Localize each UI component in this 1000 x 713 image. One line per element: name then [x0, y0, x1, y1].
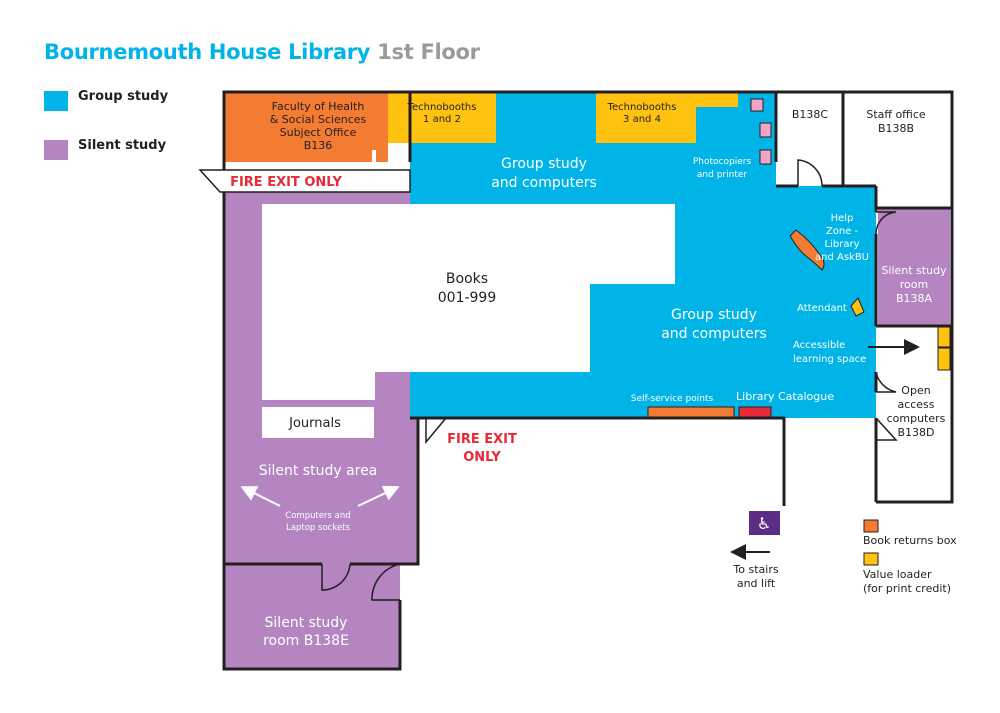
- legend-label-silent-study: Silent study: [78, 138, 167, 153]
- fire-exit-top-shape: [198, 169, 411, 193]
- book-returns-label: Book returns box: [863, 534, 957, 547]
- photocopier-3: [759, 149, 772, 165]
- technobooths-3-4: [596, 93, 696, 143]
- books-shelving: [262, 204, 675, 400]
- fire-exit-top-label: FIRE EXIT ONLY: [230, 175, 342, 190]
- journals-label: Journals: [288, 416, 341, 431]
- wheelchair-icon: ♿: [757, 514, 771, 533]
- page-title: Bournemouth House Library 1st Floor: [44, 40, 480, 64]
- photocopier-1: [750, 98, 764, 112]
- value-loader-label: Value loader(for print credit): [863, 568, 951, 595]
- attendant-label: Attendant: [797, 303, 847, 314]
- legend-swatch-silent-study: [44, 140, 68, 160]
- computers-arrow-right-icon: [357, 485, 400, 507]
- help-zone-desk: [789, 229, 825, 271]
- b138c-label: B138C: [792, 108, 829, 121]
- photocopier-2: [759, 122, 772, 138]
- library-name: Bournemouth House Library: [44, 40, 371, 64]
- library-catalogue-terminal: [738, 406, 772, 419]
- floor-label: 1st Floor: [377, 40, 480, 64]
- door-swings: [321, 159, 898, 601]
- journals-shelving: [262, 407, 374, 438]
- library-catalogue-label: Library Catalogue: [736, 390, 834, 403]
- attendant-desk: [850, 297, 865, 317]
- self-service-label: Self-service points: [631, 394, 714, 404]
- silent-study-room-b138e: [224, 564, 400, 669]
- wheelchair-sign: [749, 511, 780, 535]
- self-service-points: [647, 406, 735, 419]
- value-loader-1: [937, 324, 951, 348]
- technobooth-small: [696, 93, 738, 107]
- legend-label-group-study: Group study: [78, 89, 169, 104]
- value-loader-swatch: [863, 552, 879, 566]
- value-loader-2: [937, 347, 951, 371]
- walls: [222, 90, 954, 671]
- book-returns-swatch: [863, 519, 879, 533]
- faculty-office-b136: [224, 92, 388, 162]
- computers-arrow-left-icon: [240, 486, 281, 507]
- legend-swatch-group-study: [44, 91, 68, 111]
- technobooths-1-2: [388, 93, 496, 143]
- silent-study-room-b138a: [878, 208, 950, 326]
- silent-area-label: Silent study area: [259, 463, 378, 479]
